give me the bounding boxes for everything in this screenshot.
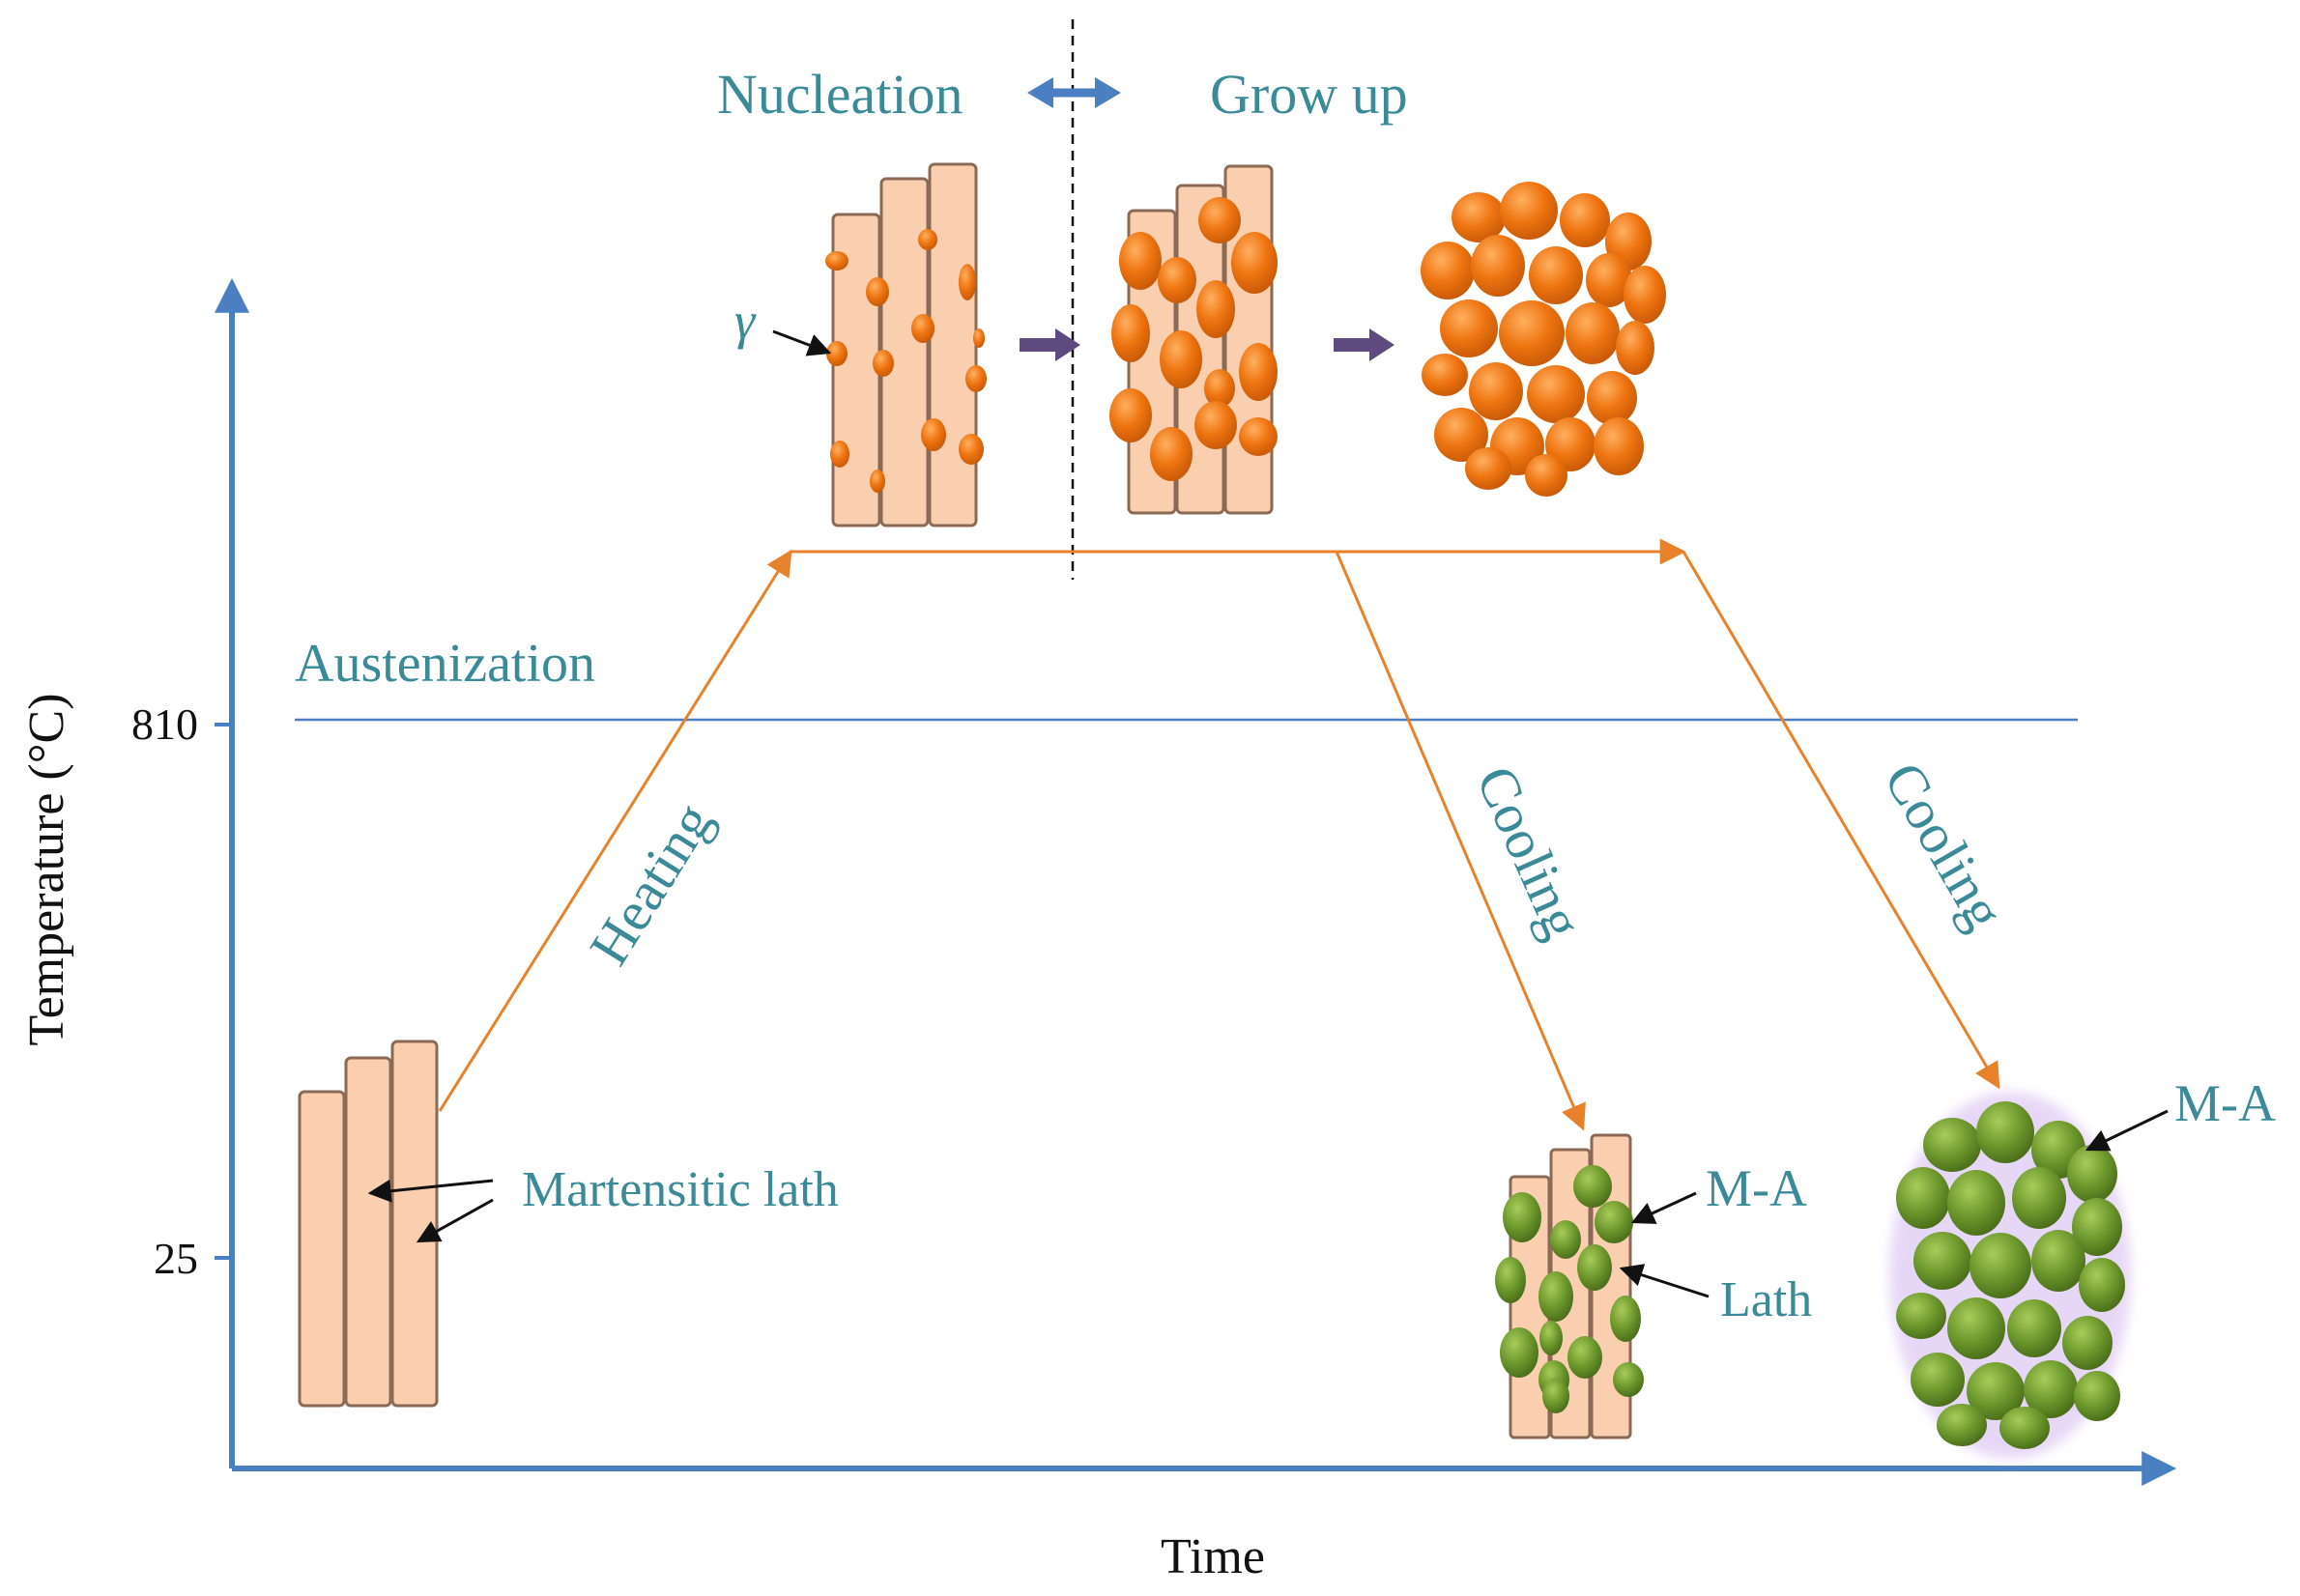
ma-pointer-1 — [1630, 1191, 1697, 1224]
x-axis-label: Time — [1161, 1529, 1265, 1584]
ma-islands — [1495, 1165, 1644, 1413]
y-axis-label: Temperature (°C) — [19, 693, 74, 1045]
martensitic-lath-pointer-1 — [367, 1179, 494, 1203]
nucleation-label: Nucleation — [717, 63, 963, 126]
ma-cluster — [1889, 1092, 2131, 1459]
step-arrow-icon-2 — [1334, 328, 1394, 361]
grow-up-label: Grow up — [1210, 63, 1408, 126]
double-arrow-icon — [1027, 77, 1121, 108]
lath-ma-structure — [1495, 1133, 1644, 1439]
gamma-label: γ — [734, 292, 757, 350]
cooling-label-1: Cooling — [1464, 756, 1595, 947]
heating-label: Heating — [577, 792, 724, 976]
nucleation-structure — [825, 162, 987, 527]
austenite-nuclei — [825, 229, 987, 493]
ma-label-2: M-A — [2174, 1074, 2276, 1132]
growth-structure — [1109, 164, 1278, 515]
axes: 810 25 Temperature (°C) Time — [19, 277, 2177, 1584]
ma-label-1: M-A — [1706, 1159, 1807, 1217]
ma-pointer-2 — [2084, 1109, 2169, 1152]
cooling-segment-2 — [1682, 551, 2000, 1090]
cooling-segment-1 — [1335, 551, 1586, 1131]
austenization-label: Austenization — [295, 634, 595, 694]
tick-label-25: 25 — [154, 1234, 198, 1283]
martensitic-lath-label: Martensitic lath — [522, 1162, 839, 1217]
tick-label-810: 810 — [131, 699, 198, 749]
gamma-pointer — [772, 329, 832, 356]
thermal-path — [438, 538, 2000, 1131]
lath-label: Lath — [1720, 1272, 1812, 1327]
martensitic-lath-structure — [298, 1040, 439, 1408]
growing-austenite-grains — [1109, 197, 1278, 481]
heating-segment — [438, 549, 792, 1112]
martensitic-lath-pointer-2 — [416, 1198, 494, 1243]
lath-pointer — [1619, 1264, 1710, 1298]
austenite-cluster — [1421, 182, 1666, 497]
step-arrow-icon-1 — [1020, 328, 1080, 361]
